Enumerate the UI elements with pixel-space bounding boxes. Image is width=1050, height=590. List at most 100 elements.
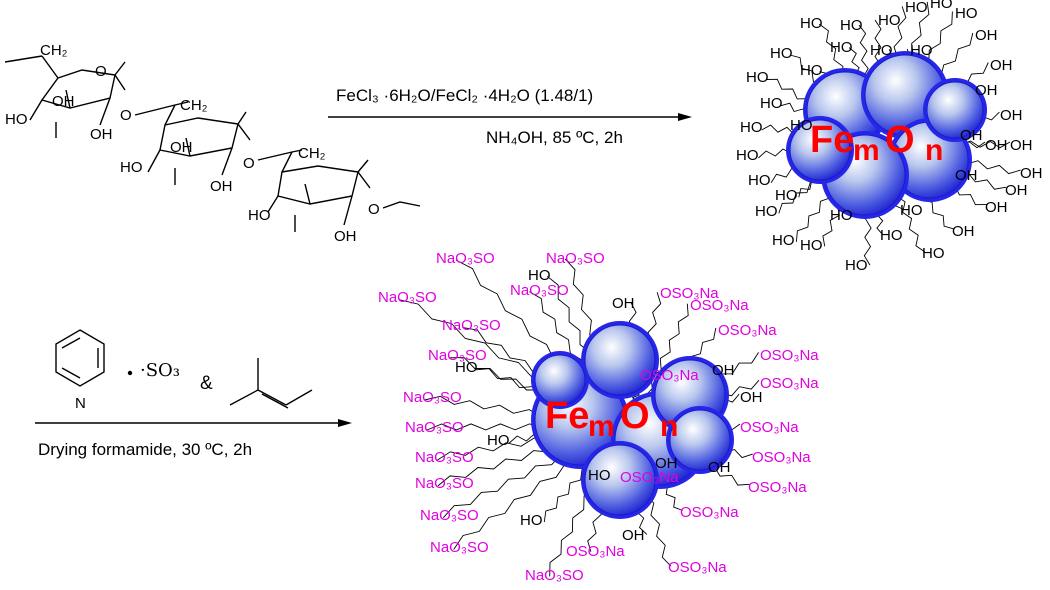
hydroxyl-ligand-label-right: OH xyxy=(975,82,998,99)
ampersand-label: & xyxy=(200,373,213,394)
product1-core-m: m xyxy=(853,134,880,167)
product2-core-o: O xyxy=(620,395,650,437)
pyridine-n-label: N xyxy=(75,395,86,412)
hydroxyl-ligand-label: HO xyxy=(870,42,893,59)
iron-oxide-sphere xyxy=(584,324,656,396)
sulfate-ligand-label: OSO₃Na xyxy=(748,479,807,496)
iron-oxide-sphere xyxy=(669,409,731,471)
sulfate-ligand-label: OSO₃Na xyxy=(740,419,799,436)
hydroxyl-ligand-label: HO xyxy=(830,39,853,56)
sulfate-ligand-label: NaO₃SO xyxy=(428,347,487,364)
product2-nanoparticle: NaO₃SO NaO₃SO NaO₃SO NaO₃SO NaO₃SO NaO₃SO NaO₃… xyxy=(378,250,819,584)
hydroxyl-ligand-label-right: OH xyxy=(985,199,1008,216)
ring1-ho-label: HO xyxy=(5,111,28,128)
ring1-o-label: O xyxy=(95,63,107,80)
ring2-ch2-label: CH₂ xyxy=(180,97,208,114)
ring1-link-o-label: O xyxy=(120,107,132,124)
hydroxyl-ligand-label-right: OH xyxy=(975,27,998,44)
product1-spheres xyxy=(786,51,987,219)
dextran-structure xyxy=(4,55,421,232)
ring2-oh-label: OH xyxy=(170,139,193,156)
methylbutene-structure xyxy=(229,358,313,409)
sulfate-ligand-label: OSO₃Na xyxy=(660,285,719,302)
hydroxyl-ligand-label: HO xyxy=(930,0,953,12)
iron-oxide-sphere xyxy=(789,119,851,181)
hydroxyl-ligand-label: HO xyxy=(830,207,853,224)
ring3-oh-label: OH xyxy=(334,228,357,245)
sulfate-ligand-label: NaO₃SO xyxy=(436,250,495,267)
reaction-arrow-2 xyxy=(35,419,352,427)
product1-core-o: O xyxy=(885,119,915,161)
step1-reagents: FeCl₃ ·6H₂O/FeCl₂ ·4H₂O (1.48/1) xyxy=(336,86,594,105)
hydroxyl-ligand-label: HO xyxy=(878,12,901,29)
hydroxyl-ligand-label: HO xyxy=(736,147,759,164)
hydroxyl-ligand-label: HO xyxy=(755,203,778,220)
hydroxyl-ligand-label: HO xyxy=(740,119,763,136)
hydroxyl-ligand-label: HO xyxy=(800,15,823,32)
product2-core-fe: Fe xyxy=(545,395,589,437)
ring1-oh2-label: OH xyxy=(90,126,113,143)
sulfate-ligand-label: NaO₃SO xyxy=(405,419,464,436)
hydroxyl-ligand-label: HO xyxy=(905,0,928,16)
sulfate-ligand-label: NaO₃SO xyxy=(510,282,569,299)
step1-conditions: NH₄OH, 85 ºC, 2h xyxy=(486,128,623,147)
pyridine-structure xyxy=(55,329,105,387)
hydroxyl-ligand-label: HO xyxy=(770,45,793,62)
hydroxyl-ligand-label: HO xyxy=(487,432,510,449)
adduct-dot xyxy=(127,370,133,376)
hydroxyl-ligand-label: HO xyxy=(922,245,945,262)
hydroxyl-ligand-label: OH xyxy=(740,389,763,406)
so3-label: ·SO₃ xyxy=(140,360,181,381)
sulfate-ligand-label: NaO₃SO xyxy=(525,567,584,584)
hydroxyl-ligand-label-right: OH xyxy=(952,223,975,240)
sulfate-ligand-label: OSO₃Na xyxy=(640,367,699,384)
sulfate-ligand-label: OSO₃Na xyxy=(566,543,625,560)
sulfate-ligand-label: OSO₃Na xyxy=(620,469,679,486)
sulfate-ligand-label: NaO₃SO xyxy=(415,475,474,492)
product2-ligand-labels: NaO₃SO NaO₃SO NaO₃SO NaO₃SO NaO₃SO NaO₃SO NaO₃… xyxy=(378,250,819,584)
hydroxyl-ligand-label: HO xyxy=(910,42,933,59)
hydroxyl-ligand-label: HO xyxy=(748,172,771,189)
hydroxyl-ligand-label: OH xyxy=(622,527,645,544)
iron-oxide-sphere xyxy=(584,444,656,516)
hydroxyl-ligand-label: HO xyxy=(800,237,823,254)
ligand-chain xyxy=(453,456,581,550)
hydroxyl-ligand-label-right: OH xyxy=(1020,165,1043,182)
hydroxyl-ligand-label-right: OH xyxy=(955,167,978,184)
hydroxyl-ligand-label-right: OH xyxy=(1000,107,1023,124)
sulfate-ligand-label: NaO₃SO xyxy=(442,317,501,334)
product2-core-n: n xyxy=(660,410,678,443)
hydroxyl-ligand-label: OH xyxy=(712,362,735,379)
hydroxyl-ligand-label: HO xyxy=(772,232,795,249)
hydroxyl-ligand-label: HO xyxy=(900,202,923,219)
sulfate-ligand-label: NaO₃SO xyxy=(378,289,437,306)
hydroxyl-ligand-label: HO xyxy=(840,17,863,34)
hydroxyl-ligand-label: HO xyxy=(775,187,798,204)
ring3-o-label: O xyxy=(368,201,380,218)
hydroxyl-ligand-label: OH xyxy=(708,459,731,476)
sulfate-ligand-label: NaO₃SO xyxy=(420,507,479,524)
sulfate-ligand-label: NaO₃SO xyxy=(430,539,489,556)
hydroxyl-ligand-label-right: OH xyxy=(1005,182,1028,199)
ring2-link-o-label: O xyxy=(243,155,255,172)
ring3-ch2-label: CH₂ xyxy=(298,145,326,162)
hydroxyl-ligand-label: HO xyxy=(588,467,611,484)
sulfate-ligand-label: NaO₃SO xyxy=(403,389,462,406)
ring1-ch2-label: CH₂ xyxy=(40,42,68,59)
sulfate-ligand-label: OSO₃Na xyxy=(718,322,777,339)
sulfate-ligand-label: NaO₃SO xyxy=(415,449,474,466)
sulfate-ligand-label: OSO₃Na xyxy=(680,504,739,521)
hydroxyl-ligand-label-right: OH xyxy=(985,137,1008,154)
ring1-oh-label: OH xyxy=(52,93,75,110)
product2-core-m: m xyxy=(588,410,615,443)
product1-core-fe: Fe xyxy=(810,119,854,161)
hydroxyl-ligand-label: HO xyxy=(760,95,783,112)
hydroxyl-ligand-label: OH xyxy=(655,455,678,472)
sulfate-ligand-label: OSO₃Na xyxy=(690,297,749,314)
hydroxyl-ligand-label: HO xyxy=(746,69,769,86)
hydroxyl-ligand-label: OH xyxy=(612,295,635,312)
hydroxyl-ligand-label-right: OH xyxy=(960,127,983,144)
